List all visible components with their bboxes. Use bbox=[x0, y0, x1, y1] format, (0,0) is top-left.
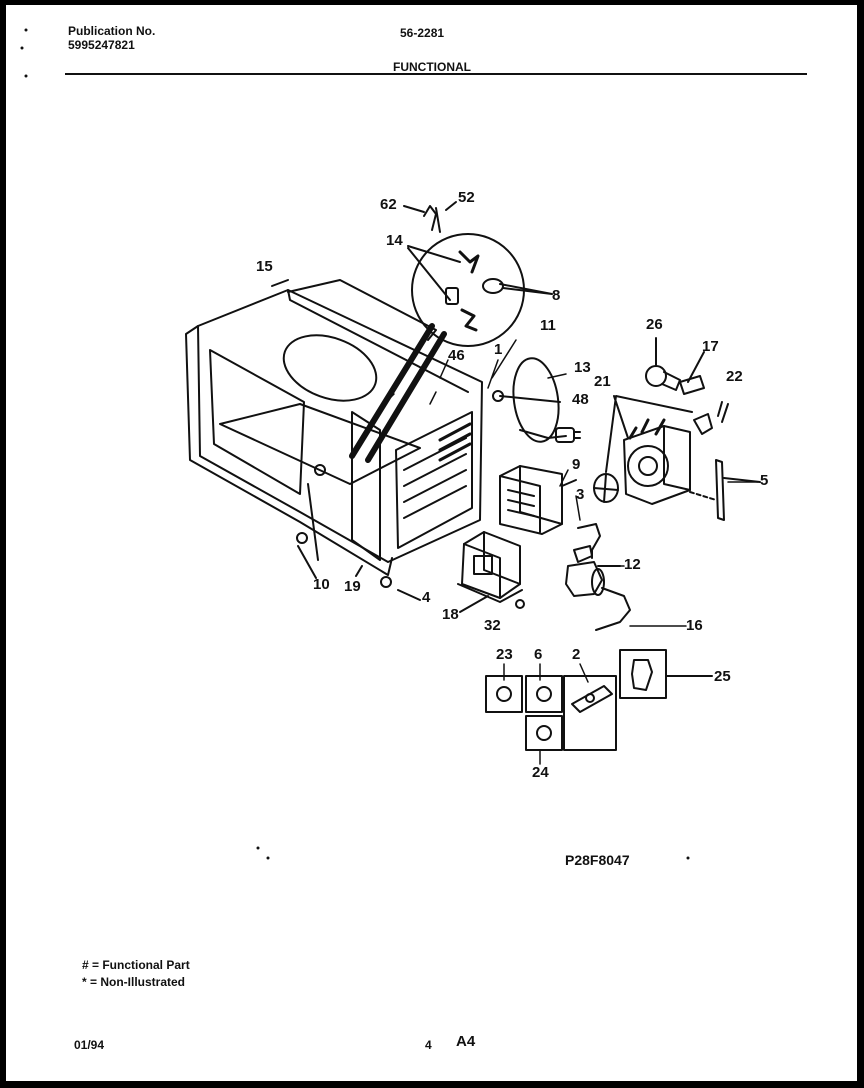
top-switch-parts bbox=[403, 201, 457, 233]
lamp-and-socket bbox=[645, 337, 705, 395]
callout-16: 16 bbox=[686, 617, 703, 634]
figure-code: P28F8047 bbox=[565, 852, 630, 868]
callout-5: 5 bbox=[760, 472, 769, 489]
footer-page-number: 4 bbox=[425, 1038, 432, 1052]
mounting-bracket bbox=[689, 459, 761, 521]
callout-15: 15 bbox=[256, 258, 273, 275]
magnetron bbox=[499, 465, 577, 535]
header-rule bbox=[65, 73, 807, 75]
callout-52: 52 bbox=[458, 189, 475, 206]
callout-11: 11 bbox=[540, 317, 556, 334]
callout-19: 19 bbox=[344, 578, 361, 595]
callout-32: 32 bbox=[484, 617, 501, 634]
callout-17: 17 bbox=[702, 338, 719, 355]
callout-13: 13 bbox=[574, 359, 591, 376]
small-dots bbox=[20, 28, 690, 860]
callout-9: 9 bbox=[572, 456, 581, 473]
power-cord bbox=[492, 357, 581, 443]
transformer bbox=[457, 531, 523, 613]
callout-8: 8 bbox=[552, 287, 561, 304]
callout-62: 62 bbox=[380, 196, 397, 213]
callout-10: 10 bbox=[313, 576, 330, 593]
callout-1: 1 bbox=[494, 341, 503, 358]
callout-24: 24 bbox=[532, 764, 549, 781]
capacitor-and-diode bbox=[565, 523, 631, 631]
callout-2: 2 bbox=[572, 646, 581, 663]
callout-14: 14 bbox=[386, 232, 403, 249]
callout-18: 18 bbox=[442, 606, 459, 623]
callout-26: 26 bbox=[646, 316, 663, 333]
callout-3: 3 bbox=[576, 486, 585, 503]
model-code: 56-2281 bbox=[400, 26, 445, 40]
leader-lines bbox=[379, 339, 759, 765]
callout-21: 21 bbox=[594, 373, 611, 390]
legend-non-illustrated: * = Non-Illustrated bbox=[82, 975, 186, 989]
callout-12: 12 bbox=[624, 556, 641, 573]
callout-6: 6 bbox=[534, 646, 543, 663]
callout-25: 25 bbox=[714, 668, 731, 685]
section-title: FUNCTIONAL bbox=[393, 60, 471, 74]
oven-housing bbox=[185, 279, 483, 576]
callout-23: 23 bbox=[496, 646, 513, 663]
footer-sheet-id: A4 bbox=[456, 1033, 476, 1050]
callout-22: 22 bbox=[726, 368, 743, 385]
callout-4: 4 bbox=[422, 589, 431, 606]
publication-number: 5995247821 bbox=[68, 38, 135, 52]
interlock-detail bbox=[349, 233, 553, 463]
callout-46: 46 bbox=[448, 347, 465, 364]
legend-functional: # = Functional Part bbox=[82, 958, 190, 972]
callout-48: 48 bbox=[572, 391, 589, 408]
footer-date: 01/94 bbox=[74, 1038, 105, 1052]
fan-motor-assembly bbox=[593, 395, 729, 505]
publication-label: Publication No. bbox=[68, 24, 156, 38]
small-fasteners bbox=[271, 279, 525, 609]
part-inset-boxes bbox=[485, 649, 713, 751]
